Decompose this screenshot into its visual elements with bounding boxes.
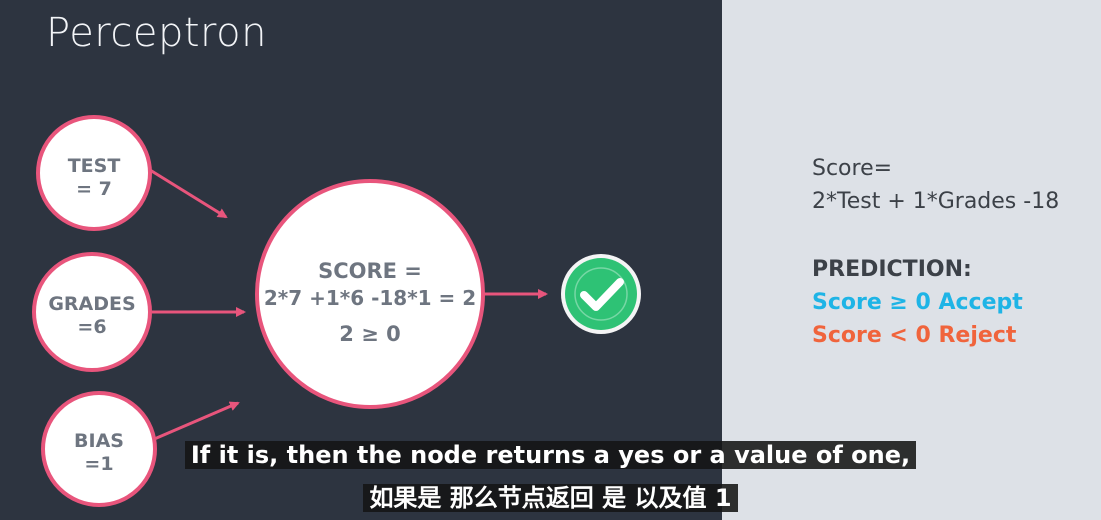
reject-rule: Score < 0 Reject — [812, 323, 1017, 348]
prediction-rules: PREDICTION: Score ≥ 0 Accept Score < 0 R… — [812, 253, 1023, 352]
info-panel — [722, 0, 1101, 520]
score-comparison: 2 ≥ 0 — [339, 322, 400, 346]
test-value: = 7 — [76, 178, 112, 200]
subtitle-english: If it is, then the node returns a yes or… — [184, 441, 917, 469]
perceptron-diagram: TEST = 7 GRADES =6 BIAS =1 SCORE = 2*7 +… — [32, 115, 641, 507]
bias-value: =1 — [84, 453, 113, 475]
check-circle-icon — [561, 254, 641, 334]
score-definition: Score= 2*Test + 1*Grades -18 — [812, 152, 1059, 218]
input-node-bias: BIAS =1 — [41, 391, 157, 507]
score-node: SCORE = 2*7 +1*6 -18*1 = 2 2 ≥ 0 — [255, 179, 485, 409]
score-definition-line1: Score= — [812, 156, 893, 181]
grades-value: =6 — [77, 316, 106, 338]
page-title: Perceptron — [46, 10, 267, 56]
input-node-test: TEST = 7 — [36, 115, 152, 231]
score-label: SCORE = — [318, 259, 422, 283]
edge-bias-to-score — [151, 401, 240, 442]
subtitle-chinese: 如果是 那么节点返回 是 以及值 1 — [363, 484, 738, 512]
edge-test-to-score — [149, 168, 228, 219]
subtitle-english-line: If it is, then the node returns a yes or… — [0, 438, 1101, 472]
score-definition-line2: 2*Test + 1*Grades -18 — [812, 189, 1060, 214]
prediction-heading: PREDICTION: — [812, 257, 972, 282]
input-node-grades: GRADES =6 — [32, 252, 152, 372]
subtitle-chinese-line: 如果是 那么节点返回 是 以及值 1 — [0, 481, 1101, 515]
test-label: TEST — [68, 155, 121, 177]
score-formula-text: 2*7 +1*6 -18*1 = 2 — [264, 286, 476, 310]
accept-rule: Score ≥ 0 Accept — [812, 290, 1023, 315]
bias-label: BIAS — [74, 430, 124, 452]
grades-label: GRADES — [48, 293, 135, 315]
